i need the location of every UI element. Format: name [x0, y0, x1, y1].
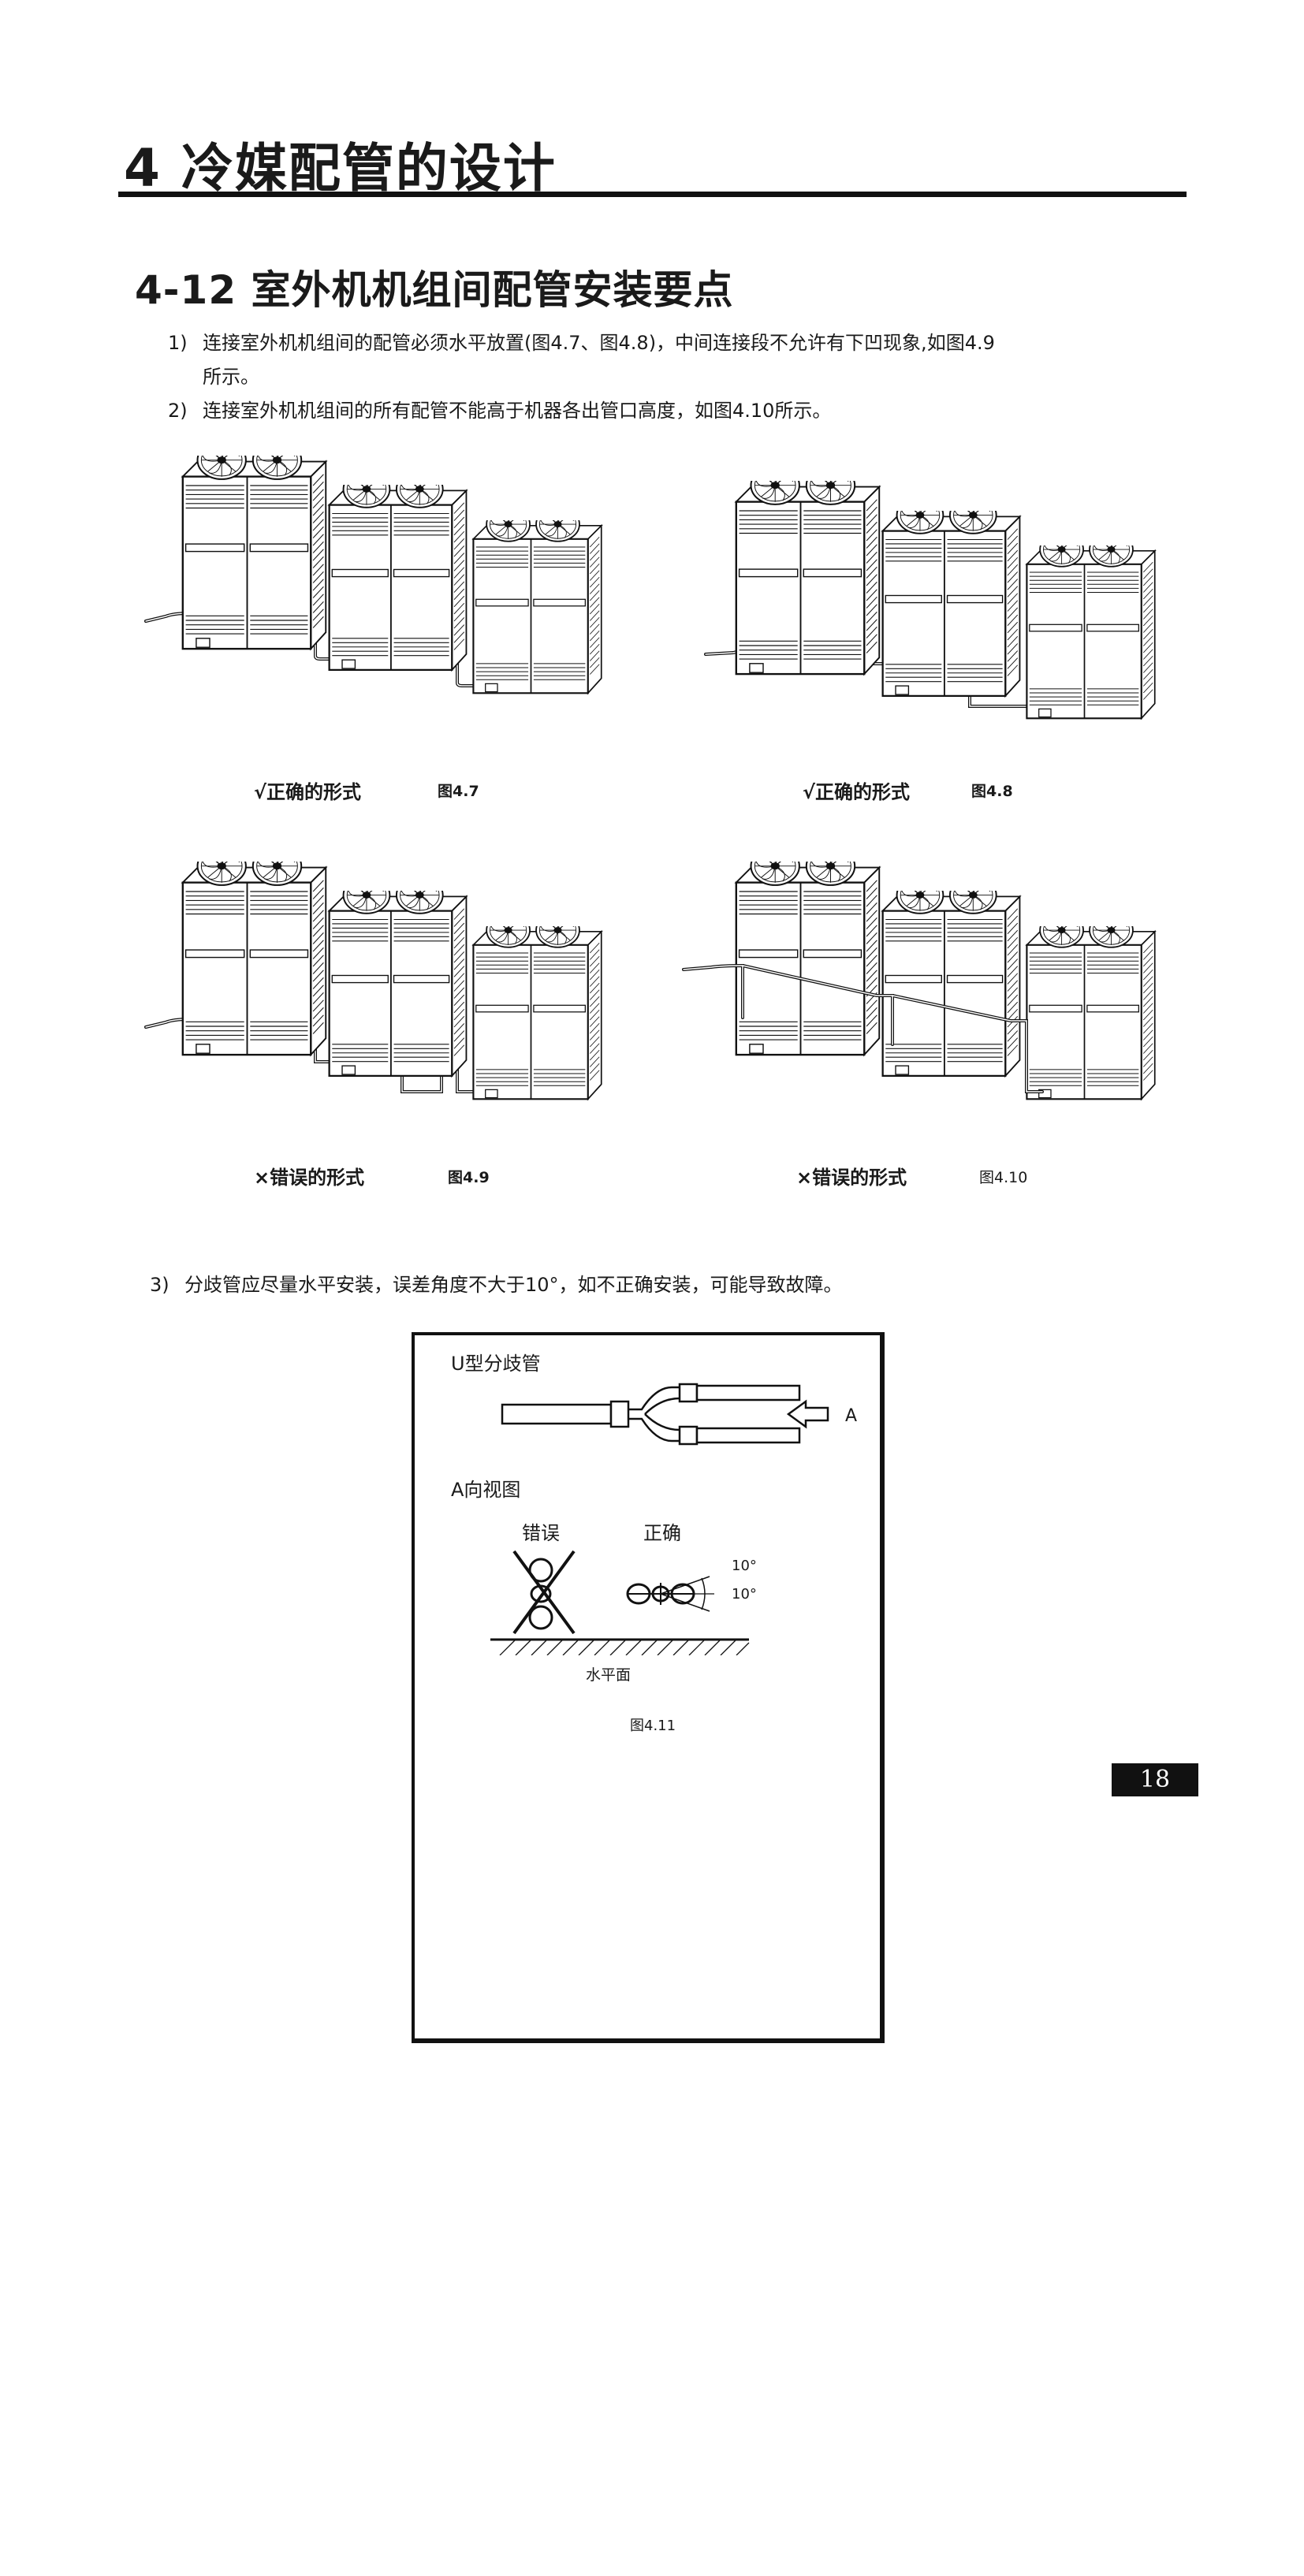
instruction-2: 2) 连接室外机机组间的所有配管不能高于机器各出管口高度，如图4.10所示。: [168, 396, 831, 425]
figure-4-9-illustration: [142, 855, 631, 1142]
figure-4-10-illustration: [680, 855, 1184, 1142]
direction-a-label: A: [845, 1406, 858, 1426]
figure-4-10-label: 图4.10: [979, 1169, 1028, 1186]
view-a-title: A向视图: [451, 1479, 521, 1501]
wrong-label: 错误: [522, 1522, 560, 1544]
view-a-drawing: [481, 1537, 796, 1658]
angle-lower-label: 10°: [732, 1586, 757, 1603]
instruction-1: 1) 连接室外机机组间的配管必须水平放置(图4.7、图4.8)，中间连接段不允许有…: [168, 329, 995, 357]
figure-4-11-label: 图4.11: [630, 1718, 676, 1734]
figure-4-8-illustration: [702, 473, 1190, 760]
branch-pipe-drawing: [412, 1332, 886, 2048]
figure-4-9-caption: ×错误的形式: [254, 1167, 365, 1189]
angle-upper-label: 10°: [732, 1558, 757, 1574]
chapter-divider: [118, 192, 1187, 197]
figure-4-9-label: 图4.9: [448, 1169, 490, 1186]
figure-4-7-label: 图4.7: [438, 783, 479, 800]
cross-icon: ×: [254, 1167, 270, 1189]
checkmark-icon: √: [803, 781, 816, 803]
section-title: 4-12 室外机机组间配管安装要点: [135, 267, 734, 313]
instruction-3-text: 分歧管应尽量水平安装，误差角度不大于10°，如不正确安装，可能导致故障。: [184, 1274, 843, 1296]
instruction-3: 3) 分歧管应尽量水平安装，误差角度不大于10°，如不正确安装，可能导致故障。: [150, 1271, 843, 1299]
instruction-1-continued: 所示。: [203, 366, 259, 388]
instruction-2-text: 连接室外机机组间的所有配管不能高于机器各出管口高度，如图4.10所示。: [203, 400, 832, 422]
instruction-1-text: 连接室外机机组间的配管必须水平放置(图4.7、图4.8)，中间连接段不允许有下凹…: [203, 332, 995, 354]
figure-4-8-label: 图4.8: [971, 783, 1013, 800]
chapter-title: 4 冷媒配管的设计: [124, 138, 557, 199]
instruction-3-number: 3): [150, 1274, 170, 1296]
figure-4-8-caption: √正确的形式: [803, 781, 911, 803]
instruction-1-number: 1): [168, 332, 188, 354]
instruction-2-number: 2): [168, 400, 188, 422]
cross-icon: ×: [796, 1167, 813, 1189]
correct-label: 正确: [643, 1522, 681, 1544]
branch-pipe-title: U型分歧管: [451, 1353, 541, 1375]
figure-4-10-caption: ×错误的形式: [796, 1167, 907, 1189]
figure-4-7-caption: √正确的形式: [254, 781, 362, 803]
page-number: 18: [1112, 1763, 1198, 1796]
horizontal-plane-label: 水平面: [586, 1666, 632, 1684]
checkmark-icon: √: [254, 781, 267, 803]
figure-4-7-illustration: [142, 449, 631, 713]
wrong-vertical-branch-icon: [512, 1550, 576, 1635]
